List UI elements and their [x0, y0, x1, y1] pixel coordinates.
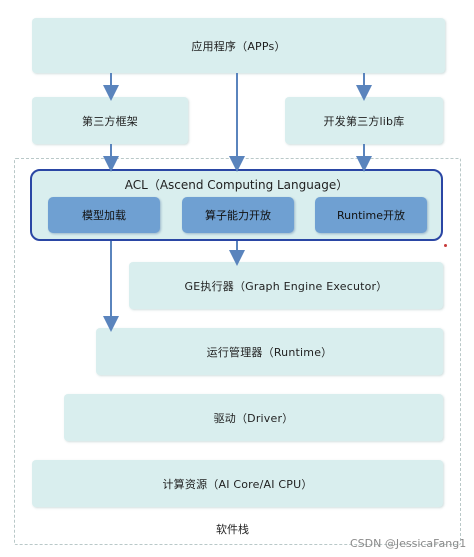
runtime-open-label: Runtime开放 [337, 209, 405, 222]
software-stack-label: 软件栈 [216, 523, 249, 536]
model-loading-label: 模型加载 [82, 209, 126, 222]
third-party-framework-label: 第三方框架 [82, 114, 138, 128]
acl-title: ACL（Ascend Computing Language） [124, 178, 349, 192]
operator-capability-label: 算子能力开放 [205, 209, 271, 222]
third-party-framework-box: 第三方框架 [32, 97, 188, 144]
runtime-open-box: Runtime开放 [315, 197, 427, 233]
runtime-manager-label: 运行管理器（Runtime） [206, 345, 333, 359]
compute-resources-box: 计算资源（AI Core/AI CPU） [32, 460, 443, 507]
driver-box: 驱动（Driver） [64, 394, 443, 441]
red-dot-marker [444, 244, 447, 247]
third-party-lib-box: 开发第三方lib库 [285, 97, 443, 144]
watermark: CSDN @JessicaFang1 [350, 537, 467, 550]
third-party-lib-label: 开发第三方lib库 [323, 114, 405, 128]
apps-box: 应用程序（APPs） [32, 18, 445, 73]
ge-executor-box: GE执行器（Graph Engine Executor） [129, 262, 443, 309]
acl-box: ACL（Ascend Computing Language） 模型加载 算子能力… [30, 169, 443, 241]
operator-capability-box: 算子能力开放 [182, 197, 294, 233]
ge-executor-label: GE执行器（Graph Engine Executor） [184, 279, 388, 293]
runtime-manager-box: 运行管理器（Runtime） [96, 328, 443, 375]
model-loading-box: 模型加载 [48, 197, 160, 233]
compute-resources-label: 计算资源（AI Core/AI CPU） [162, 477, 313, 491]
apps-label: 应用程序（APPs） [191, 39, 286, 53]
driver-label: 驱动（Driver） [213, 411, 294, 425]
